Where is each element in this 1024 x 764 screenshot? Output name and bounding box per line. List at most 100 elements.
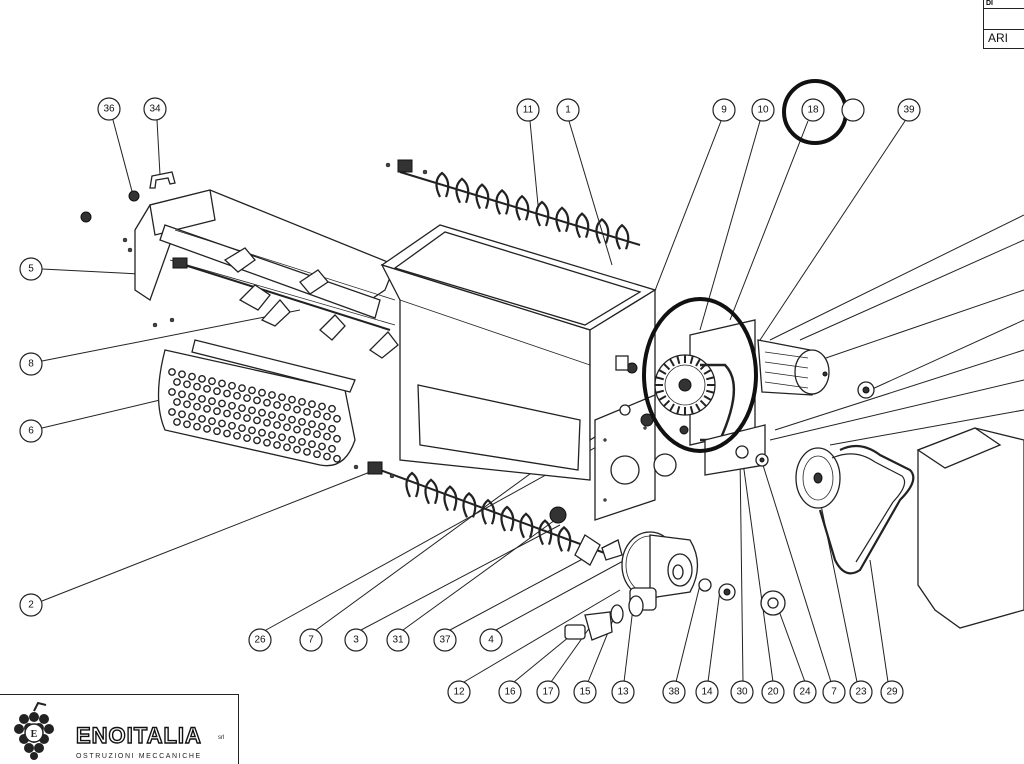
auger-flight: [519, 512, 534, 539]
balloon-circle: [143, 97, 167, 121]
balloon-number: 15: [579, 687, 591, 698]
balloon-circle: [880, 680, 904, 704]
balloon-circle: [97, 97, 121, 121]
pipe-fittings: [564, 595, 644, 641]
screen-hole: [333, 434, 341, 443]
balloon-circle: [712, 98, 736, 122]
sprocket-tooth: [655, 376, 665, 381]
balloon-number: 7: [831, 687, 837, 698]
balloon-circle: [793, 680, 817, 704]
screen-hole: [323, 452, 331, 461]
balloon-circle: [751, 98, 775, 122]
motor: [757, 339, 875, 399]
auger-flight: [455, 177, 470, 204]
screen-hole: [248, 386, 256, 395]
screen-hole: [238, 424, 246, 432]
auger-flight: [595, 217, 610, 244]
screen-hole: [298, 397, 306, 406]
balloon-circle: [248, 628, 272, 652]
balloon-circle: [516, 98, 540, 122]
balloon-number: 12: [453, 687, 465, 698]
pulley-belt: [795, 444, 915, 575]
screen-hole: [283, 423, 291, 432]
screen-hole: [223, 409, 231, 418]
part-balloon: 39: [897, 98, 921, 122]
screen-hole: [188, 372, 196, 381]
screen-hole: [313, 410, 321, 419]
screen-hole: [308, 420, 316, 429]
balloon-number: 39: [903, 105, 915, 116]
screen-hole: [253, 396, 261, 405]
balloon-number: 34: [149, 104, 161, 115]
belt-guard: [916, 427, 1024, 629]
screen-hole: [198, 394, 206, 403]
balloon-number: 38: [668, 687, 680, 698]
balloon-circle: [761, 680, 785, 704]
screen-hole: [218, 419, 226, 428]
balloon-number: 18: [807, 105, 819, 116]
screen-hole: [188, 412, 196, 421]
grape-logo-icon: E: [14, 701, 54, 760]
part-balloon: 20: [761, 680, 785, 704]
balloon-circle: [730, 680, 754, 704]
balloon-number: 8: [28, 359, 34, 370]
auger-flight: [424, 478, 439, 505]
company-logo-box: E ENOITALIA srl OSTRUZIONI MECCANICHE: [0, 694, 239, 764]
screen-hole: [193, 402, 201, 411]
screen-hole: [178, 410, 186, 419]
part-balloon: 15: [573, 680, 597, 704]
small-hardware: [80, 171, 176, 328]
screen-hole: [168, 388, 176, 396]
screen-hole: [283, 443, 291, 452]
screen-hole: [268, 391, 276, 399]
screen-hole: [198, 374, 206, 383]
sprocket-tooth: [676, 355, 681, 365]
auger-flight: [435, 171, 450, 198]
screen-hole: [263, 438, 271, 447]
sprocket-tooth: [676, 405, 681, 415]
end-plate: [594, 394, 656, 521]
screen-hole: [208, 377, 216, 386]
part-balloon: 14: [695, 680, 719, 704]
screen-hole: [243, 414, 251, 422]
company-subtitle: OSTRUZIONI MECCANICHE: [76, 753, 202, 760]
part-balloon: 17: [536, 680, 560, 704]
sprocket-tooth: [699, 399, 707, 407]
balloon-circle: [299, 628, 323, 652]
title-block-header: DI: [984, 0, 1024, 9]
part-balloon: 26: [248, 628, 272, 652]
part-balloon: 7: [299, 628, 323, 652]
screen-hole: [193, 422, 201, 431]
screen-hole: [218, 379, 226, 388]
screen-hole: [323, 412, 331, 421]
screen-hole: [278, 433, 286, 442]
balloon-number: 6: [28, 426, 34, 437]
screen-hole: [288, 435, 296, 444]
screen-hole: [258, 428, 266, 437]
screen-hole: [328, 444, 336, 453]
sprocket-tooth: [695, 358, 701, 367]
part-balloon: 23: [849, 680, 873, 704]
screen-hole: [258, 408, 266, 417]
auger-flight: [495, 188, 510, 215]
sprocket-tooth: [658, 395, 667, 401]
screen-hole: [313, 430, 321, 439]
part-balloon: 3: [344, 628, 368, 652]
screen-hole: [223, 389, 231, 398]
agitator-paddles: [172, 247, 399, 359]
balloon-circle: [479, 628, 503, 652]
balloon-number: 10: [757, 105, 769, 116]
screen-hole: [188, 392, 196, 401]
balloon-number: 7: [308, 635, 314, 646]
screen-hole: [273, 441, 281, 449]
part-balloon: 30: [730, 680, 754, 704]
sprocket-tooth: [703, 395, 712, 401]
balloon-number: 5: [28, 264, 34, 275]
screen-hole: [263, 398, 271, 407]
screen-hole: [308, 440, 316, 449]
screen-hole: [293, 405, 301, 414]
screen-hole: [168, 408, 176, 416]
balloon-circle: [498, 680, 522, 704]
screen-hole: [323, 432, 331, 441]
balloon-circle: [386, 628, 410, 652]
